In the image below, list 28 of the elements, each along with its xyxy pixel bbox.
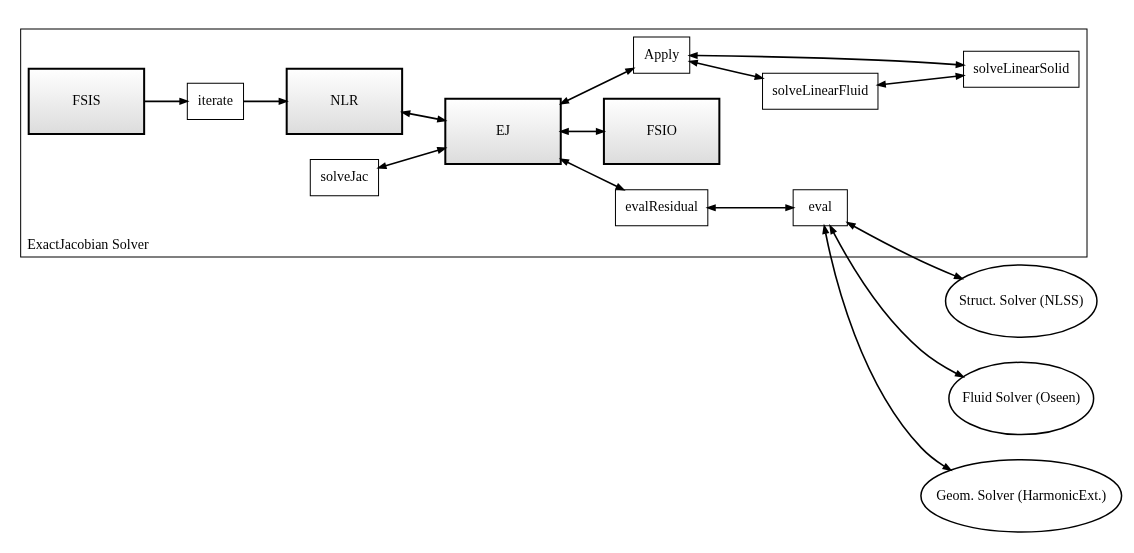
node-box: NLR [285,67,404,135]
node-box: evalResidual [614,189,709,227]
arrow [558,158,626,191]
node-box: eval [792,189,848,227]
arrow [829,224,966,378]
arrow [705,204,796,212]
node-box: solveJac [309,159,380,197]
node-ellipse: Struct. Solver (NLSS) [944,264,1098,338]
arrow [143,97,190,105]
arrow [687,59,765,80]
node-box: iterate [186,82,245,120]
arrow [400,110,448,123]
arrow [242,97,289,105]
arrow [376,146,448,170]
node-ellipse: Fluid Solver (Oseen) [948,361,1095,436]
node-box: Apply [633,36,691,74]
node-ellipse: Geom. Solver (HarmonicExt.) [920,458,1123,533]
node-box: FSIO [602,97,721,166]
node-box: FSIS [27,67,146,135]
node-box: solveLinearSolid [963,50,1080,88]
arrow [558,127,607,136]
arrow [845,221,965,280]
arrow [822,223,953,472]
node-box: EJ [444,97,562,166]
arrow [875,72,966,88]
node-box: solveLinearFluid [762,72,879,110]
arrow [558,67,636,105]
arrow [687,51,966,69]
